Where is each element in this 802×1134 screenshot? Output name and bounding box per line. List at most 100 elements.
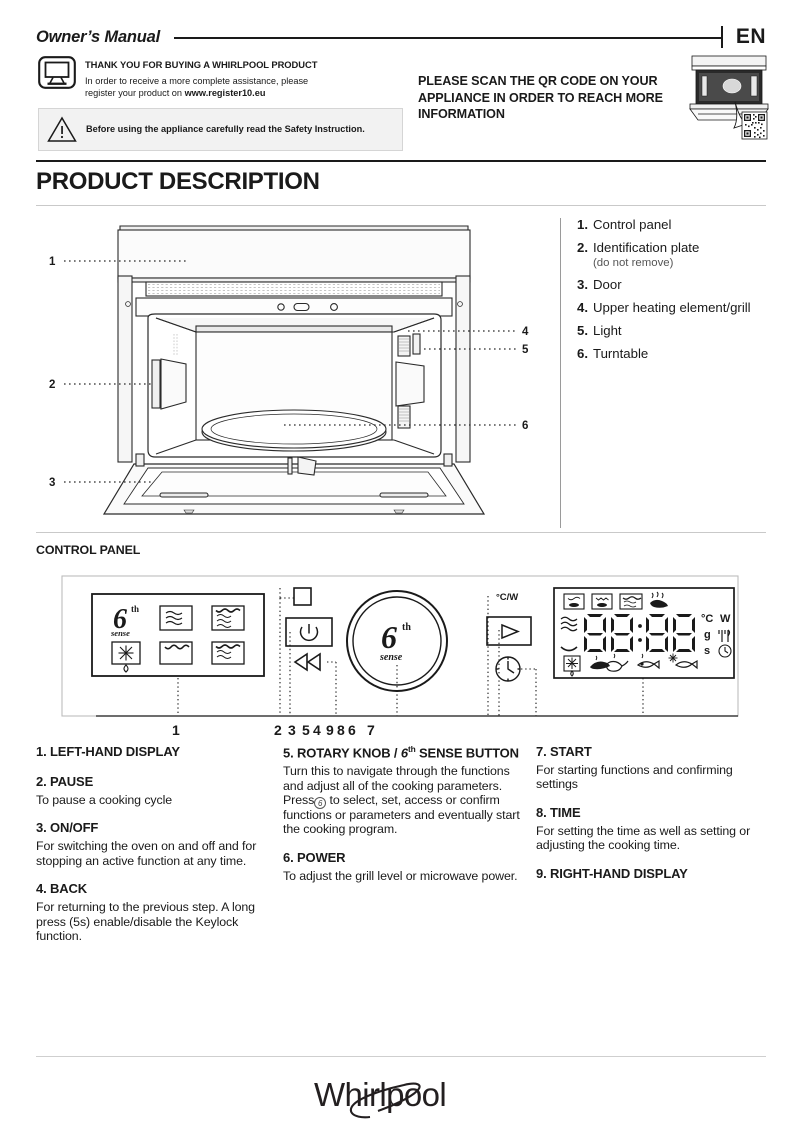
svg-text:Whirlpool: Whirlpool <box>314 1076 446 1113</box>
safety-notice-box: Before using the appliance carefully rea… <box>38 108 403 152</box>
desc-5-number: 5. <box>283 745 294 761</box>
legend-num: 6. <box>577 345 588 361</box>
bottom-heat-icon <box>560 646 578 652</box>
thank-you-line1: In order to receive a more complete assi… <box>85 76 309 86</box>
desc-9-number: 9. <box>536 865 547 881</box>
qr-instruction-text: PLEASE SCAN THE QR CODE ON YOUR APPLIANC… <box>418 74 663 122</box>
legend-item-5: 5. Light <box>577 322 800 339</box>
svg-text:th: th <box>402 622 411 633</box>
descriptions-column-1: 1. LEFT-HAND DISPLAY 2. PAUSE To pause a… <box>36 744 281 958</box>
desc-3-title: 3. ON/OFF <box>36 820 281 836</box>
steam-icon <box>650 591 668 608</box>
svg-text:sense: sense <box>110 628 130 638</box>
fish-icon <box>636 659 660 670</box>
right-hand-display: °C g s W <box>553 587 735 679</box>
descriptions-column-2: 5. ROTARY KNOB / 6th SENSE BUTTON Turn t… <box>283 744 528 897</box>
legend-num: 4. <box>577 299 588 315</box>
svg-text:sense: sense <box>379 652 403 663</box>
left-hand-display: 6 th sense <box>91 593 265 677</box>
desc-4-body: For returning to the previous step. A lo… <box>36 900 255 944</box>
desc-7-number: 7. <box>536 744 547 759</box>
page-title: PRODUCT DESCRIPTION <box>36 168 320 195</box>
oven-with-qr-code-illustration <box>688 50 774 150</box>
legend-sublabel: (do not remove) <box>593 256 674 269</box>
cutlery-icon <box>718 629 731 642</box>
clock-icon <box>495 656 521 682</box>
unit-celsius: °C <box>701 613 713 625</box>
desc-7-body: For starting functions and confirming se… <box>536 762 733 792</box>
unit-seconds: s <box>704 645 710 657</box>
desc-8-number: 8. <box>536 804 547 820</box>
monitor-icon <box>38 56 76 89</box>
desc-5-body-before: Turn this to navigate through the functi… <box>283 764 510 808</box>
start-button <box>486 616 532 646</box>
desc-1-title: 1. LEFT-HAND DISPLAY <box>36 744 281 760</box>
desc-8-body: For setting the time as well as setting … <box>536 823 751 853</box>
desc-6-label: POWER <box>297 849 346 865</box>
desc-3-body: For switching the oven on and off and fo… <box>36 839 257 868</box>
sense-knob-icon: 6 <box>314 797 327 810</box>
product-diagram: 1 2 3 4 5 6 1. Control panel 2. Identifi… <box>36 214 766 534</box>
desc-5-label-part1: ROTARY KNOB / <box>297 745 401 761</box>
whirlpool-logo: Whirlpool <box>312 1070 492 1122</box>
control-callout-9: 9 <box>326 722 334 738</box>
lcd-digits <box>584 614 695 652</box>
control-panel-title: CONTROL PANEL <box>36 543 141 557</box>
clock-icon <box>718 644 732 658</box>
owners-manual-title: Owner’s Manual <box>36 27 161 46</box>
warning-triangle-icon <box>47 116 77 143</box>
desc-1-label: LEFT-HAND DISPLAY <box>50 744 180 759</box>
thank-you-line2-prefix: register your product on <box>85 88 185 99</box>
callout-6: 6 <box>522 420 528 432</box>
control-callout-2: 2 <box>274 722 282 738</box>
desc-7-title: 7. START <box>536 744 776 760</box>
unit-label: °C/W <box>496 592 518 603</box>
legend-num: 2. <box>577 240 588 256</box>
desc-4-label: BACK <box>50 881 87 897</box>
poultry-icon <box>605 660 629 672</box>
legend-item-6: 6. Turntable <box>577 345 800 362</box>
desc-7-label: START <box>550 744 592 759</box>
microwave-waves-icon <box>560 616 578 632</box>
desc-3-number: 3. <box>36 820 47 836</box>
desc-2-label: PAUSE <box>50 773 94 789</box>
thank-you-body: In order to receive a more complete assi… <box>85 75 317 99</box>
back-double-arrow-icon <box>293 652 321 672</box>
callout-3: 3 <box>49 477 55 489</box>
register-url[interactable]: www.register10.eu <box>184 88 266 99</box>
language-code: EN <box>735 25 766 48</box>
desc-8-label: TIME <box>550 804 581 820</box>
thank-you-title: THANK YOU FOR BUYING A WHIRLPOOL PRODUCT <box>85 59 318 70</box>
callout-1: 1 <box>49 256 56 268</box>
legend-label: Control panel <box>593 217 672 232</box>
desc-5-body-after: to select, set, access or confirm functi… <box>283 793 520 837</box>
control-descriptions: 1. LEFT-HAND DISPLAY 2. PAUSE To pause a… <box>36 744 766 985</box>
desc-5-label-sup: th <box>407 744 416 754</box>
divider-below-product-description <box>36 205 766 206</box>
callout-5: 5 <box>522 344 529 356</box>
control-callout-7: 7 <box>367 722 375 738</box>
control-callout-8: 8 <box>337 722 345 738</box>
callout-4: 4 <box>522 326 529 338</box>
legend-item-4: 4. Upper heating element/grill <box>577 299 800 316</box>
legend-num: 1. <box>577 217 588 232</box>
desc-6-title: 6. POWER <box>283 849 528 866</box>
control-panel-illustration: 6 th sense <box>61 575 739 738</box>
pause-square-icon <box>293 587 312 606</box>
desc-9-label: RIGHT-HAND DISPLAY <box>550 865 688 881</box>
desc-3-label: ON/OFF <box>50 820 99 836</box>
desc-4-number: 4. <box>36 881 47 897</box>
oven-illustration: 1 2 3 4 5 6 <box>49 225 529 515</box>
defrost-icon <box>563 655 581 677</box>
callout-2: 2 <box>49 379 55 391</box>
legend-label: Identification plate <box>593 240 700 256</box>
legend-num: 5. <box>577 322 588 338</box>
control-callout-5: 5 <box>302 722 310 738</box>
legend-label: Light <box>593 322 622 338</box>
desc-2-body: To pause a cooking cycle <box>36 792 173 807</box>
desc-2-number: 2. <box>36 773 47 789</box>
legend-label: Door <box>593 276 622 292</box>
svg-text:6: 6 <box>381 619 397 655</box>
control-callout-1: 1 <box>172 722 180 738</box>
